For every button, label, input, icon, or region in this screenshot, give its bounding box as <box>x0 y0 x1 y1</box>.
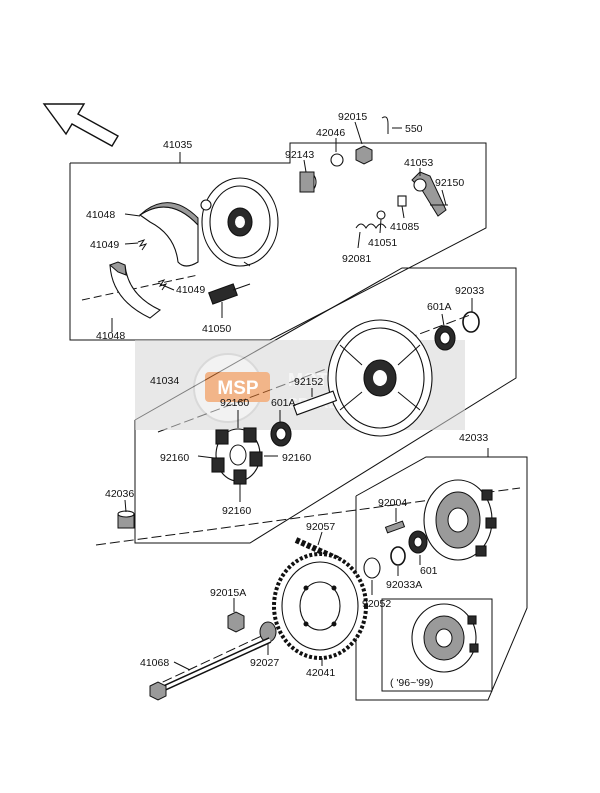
label-92160-bottom: 92160 <box>222 505 251 517</box>
bearing-left-part <box>270 421 292 447</box>
label-41049-lower: 41049 <box>176 284 205 296</box>
coupling-stud-part <box>384 520 406 534</box>
label-42033: 42033 <box>459 432 488 444</box>
coupling-group-frame <box>355 448 528 701</box>
label-92057: 92057 <box>306 521 335 533</box>
label-42046: 42046 <box>316 127 345 139</box>
direction-arrow-icon <box>42 103 119 147</box>
brake-panel-group-frame <box>69 142 487 341</box>
label-601: 601 <box>420 565 438 577</box>
coupling-variant-part <box>411 603 479 673</box>
washer-part <box>330 153 344 167</box>
label-550: 550 <box>405 123 423 135</box>
label-41048-upper: 41048 <box>86 209 115 221</box>
label-41034: 41034 <box>150 375 179 387</box>
label-model-years: ( '96~'99) <box>390 677 433 689</box>
hub-group-frame <box>134 267 517 544</box>
rear-sprocket-part <box>272 552 368 660</box>
bearing-right-part <box>434 325 456 351</box>
oil-seal-part <box>363 557 381 579</box>
label-92143: 92143 <box>285 149 314 161</box>
coupling-circlip-part <box>390 546 406 566</box>
sprocket-coupling-part <box>423 479 497 561</box>
label-42036: 42036 <box>105 488 134 500</box>
label-92160-top: 92160 <box>220 397 249 409</box>
label-41085: 41085 <box>390 221 419 233</box>
lever-bolt-part <box>397 195 407 207</box>
label-601A-right: 601A <box>427 301 452 313</box>
coupling-bearing-part <box>408 530 428 554</box>
label-41035: 41035 <box>163 139 192 151</box>
brake-springs <box>137 239 168 291</box>
label-92004: 92004 <box>378 497 407 509</box>
return-spring-part <box>355 223 387 229</box>
label-41048-lower: 41048 <box>96 330 125 342</box>
label-92152: 92152 <box>294 376 323 388</box>
circlip-part <box>462 311 480 333</box>
label-92033: 92033 <box>455 285 484 297</box>
label-92150: 92150 <box>435 177 464 189</box>
label-92160-right: 92160 <box>282 452 311 464</box>
label-92015A: 92015A <box>210 587 246 599</box>
part-number-labels: 41035 92015 550 42046 92143 41053 92150 … <box>86 111 488 689</box>
brake-lever-part <box>411 171 448 217</box>
brake-shoe-lower-part <box>109 261 162 319</box>
label-92160-left: 92160 <box>160 452 189 464</box>
brake-panel-part <box>200 177 279 267</box>
label-92015: 92015 <box>338 111 367 123</box>
hub-damper-part <box>211 427 263 485</box>
label-92052: 92052 <box>362 598 391 610</box>
rear-hub-part <box>327 319 433 437</box>
label-42041: 42041 <box>306 667 335 679</box>
watermark-logo-text: MSP <box>217 378 259 399</box>
label-92081: 92081 <box>342 253 371 265</box>
hub-spacer-tube-part <box>292 390 338 416</box>
brake-cam-part <box>208 283 251 305</box>
collar-part <box>117 510 135 529</box>
label-92033A: 92033A <box>386 579 422 591</box>
drive-chain-part <box>294 537 342 563</box>
coupling-variant-box <box>381 598 493 692</box>
rear-axle-part <box>149 637 272 701</box>
label-41068: 41068 <box>140 657 169 669</box>
label-41053: 41053 <box>404 157 433 169</box>
axle-nut-part <box>227 611 245 633</box>
spacer-part <box>299 171 317 193</box>
label-41049-upper: 41049 <box>90 239 119 251</box>
label-601A-left: 601A <box>271 397 296 409</box>
nut-part <box>355 145 373 165</box>
label-41050: 41050 <box>202 323 231 335</box>
cotter-pin-part <box>381 116 389 134</box>
brake-shoe-upper-part <box>139 202 199 267</box>
leader-lines <box>111 121 473 671</box>
label-41051: 41051 <box>368 237 397 249</box>
label-92027: 92027 <box>250 657 279 669</box>
seal-part <box>376 210 386 220</box>
